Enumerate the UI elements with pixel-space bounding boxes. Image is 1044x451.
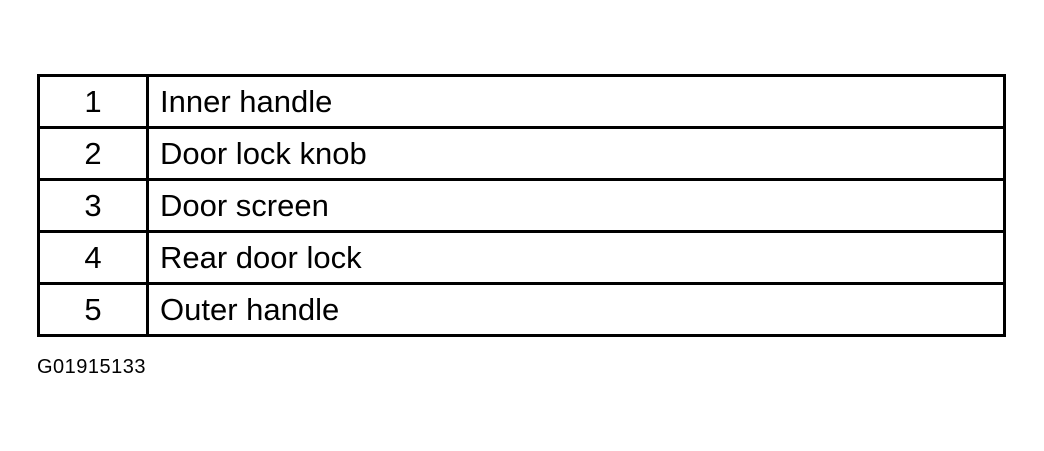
part-number: 5 [37, 282, 149, 337]
part-label: Outer handle [146, 282, 1006, 337]
part-number: 2 [37, 126, 149, 181]
table-row: 5 Outer handle [37, 282, 1006, 337]
parts-legend-table: 1 Inner handle 2 Door lock knob 3 Door s… [37, 74, 1006, 337]
part-number: 1 [37, 74, 149, 129]
part-number: 4 [37, 230, 149, 285]
part-label: Rear door lock [146, 230, 1006, 285]
part-label: Door screen [146, 178, 1006, 233]
table-row: 4 Rear door lock [37, 230, 1006, 285]
part-number: 3 [37, 178, 149, 233]
table-row: 2 Door lock knob [37, 126, 1006, 181]
part-label: Door lock knob [146, 126, 1006, 181]
figure-id: G01915133 [37, 356, 147, 378]
part-label: Inner handle [146, 74, 1006, 129]
table-row: 1 Inner handle [37, 74, 1006, 129]
table-row: 3 Door screen [37, 178, 1006, 233]
